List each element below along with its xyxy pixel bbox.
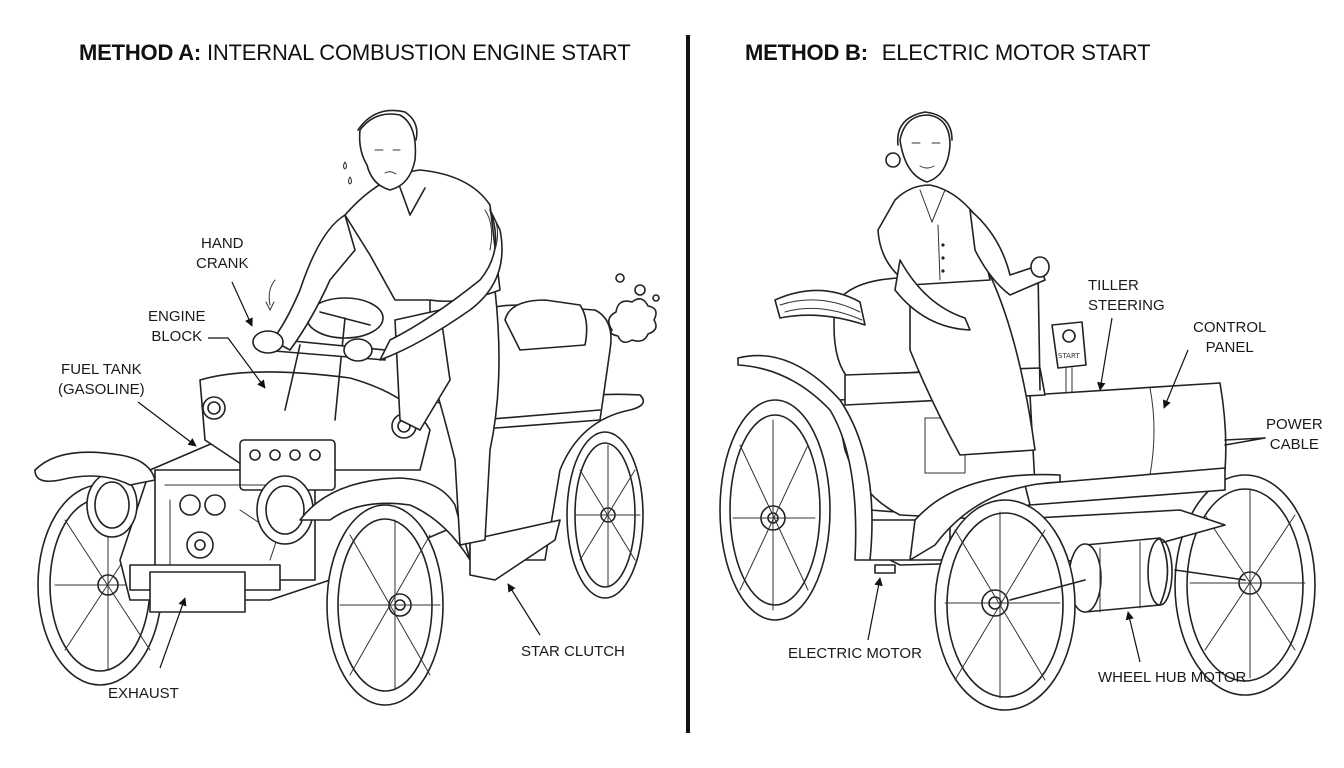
panel-b-title-text: ELECTRIC MOTOR START xyxy=(881,40,1151,65)
control-panel-box xyxy=(1024,382,1266,506)
panel-method-b: METHOD B: ELECTRIC MOTOR START TILLER ST… xyxy=(690,0,1344,768)
front-wheel-b xyxy=(934,499,1076,711)
panel-a-title-text: INTERNAL COMBUSTION ENGINE START xyxy=(206,40,631,65)
label-wheel-hub-motor: WHEEL HUB MOTOR xyxy=(1098,669,1247,686)
woman-driver xyxy=(877,111,1050,456)
label-exhaust: EXHAUST xyxy=(108,685,179,702)
start-button-box: START xyxy=(1051,321,1087,393)
label-tiller-steering: TILLER STEERING xyxy=(1088,277,1165,314)
rear-wheel-a xyxy=(566,431,644,599)
label-star-clutch: STAR CLUTCH xyxy=(521,643,625,660)
front-right-wheel-a xyxy=(326,504,444,706)
panel-b-title-method: METHOD B: xyxy=(745,40,868,65)
gasoline-car-illustration xyxy=(34,109,660,706)
electric-carriage-illustration: START xyxy=(719,111,1316,711)
label-hand-crank: HAND CRANK xyxy=(196,235,249,272)
panel-a-leaders xyxy=(137,281,541,669)
panel-method-a: METHOD A: INTERNAL COMBUSTION ENGINE STA… xyxy=(58,40,631,702)
exhaust-smoke xyxy=(608,273,660,344)
panel-b-title: METHOD B: ELECTRIC MOTOR START xyxy=(745,40,1151,66)
svg-text:START: START xyxy=(1058,352,1080,360)
headlamps xyxy=(86,396,417,545)
label-engine-block: ENGINE BLOCK xyxy=(148,308,206,345)
label-control-panel: CONTROL PANEL xyxy=(1193,319,1267,356)
hub-motor xyxy=(1068,537,1173,613)
panel-a-title: METHOD A: INTERNAL COMBUSTION ENGINE STA… xyxy=(79,40,631,66)
label-electric-motor: ELECTRIC MOTOR xyxy=(788,645,922,662)
rear-left-wheel-b xyxy=(719,399,831,621)
man-cranking xyxy=(252,109,503,546)
label-power-cable: POWER CABLE xyxy=(1266,416,1323,453)
panel-b-leaders xyxy=(867,317,1189,663)
label-fuel-tank: FUEL TANK (GASOLINE) xyxy=(58,361,145,398)
panel-divider xyxy=(686,35,690,733)
panel-a-title-method: METHOD A: xyxy=(79,40,202,65)
